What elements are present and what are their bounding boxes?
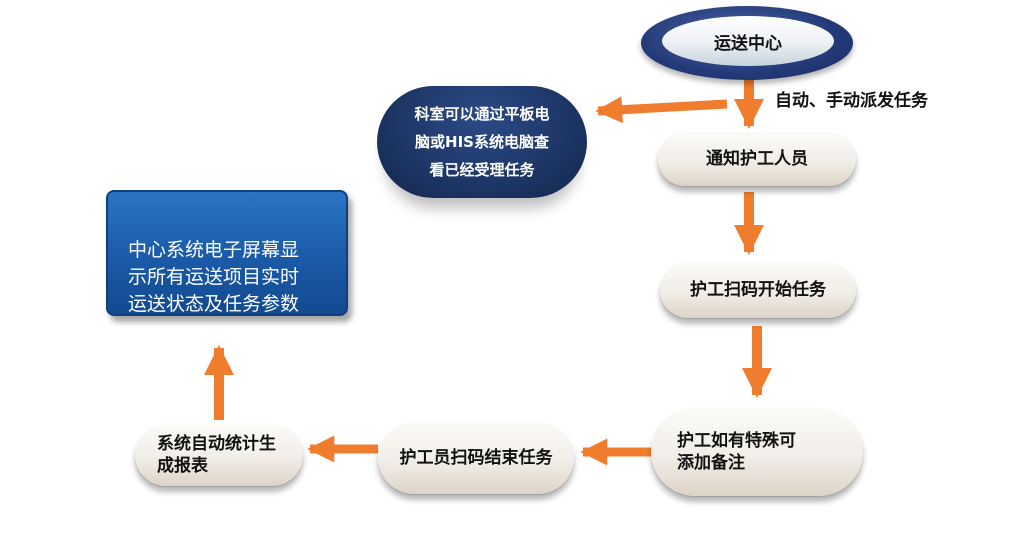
remark-label: 护工如有特殊可 添加备注: [677, 431, 796, 473]
arrow-to-dept-view: [595, 96, 728, 124]
hub-node: 运送中心: [662, 16, 834, 66]
dispatch-label: 自动、手动派发任务: [775, 91, 928, 111]
notify-label: 通知护工人员: [706, 149, 808, 169]
report-label: 系统自动统计生 成报表: [157, 434, 276, 476]
report-node: 系统自动统计生 成报表: [135, 424, 303, 486]
scan-end-label: 护工员扫码结束任务: [399, 448, 553, 468]
hub-label: 运送中心: [714, 33, 782, 54]
scan-start-node: 护工扫码开始任务: [660, 262, 856, 318]
scan-start-label: 护工扫码开始任务: [690, 280, 826, 300]
center-screen-label: 中心系统电子屏幕显 示所有运送项目实时 运送状态及任务参数: [128, 239, 300, 315]
remark-node: 护工如有特殊可 添加备注: [651, 408, 863, 496]
dept-view-label: 科室可以通过平板电 脑或HIS系统电脑查 看已经受理任务: [414, 105, 550, 179]
center-screen-node: 中心系统电子屏幕显 示所有运送项目实时 运送状态及任务参数: [106, 190, 348, 316]
scan-end-node: 护工员扫码结束任务: [378, 422, 574, 494]
dept-view-node: 科室可以通过平板电 脑或HIS系统电脑查 看已经受理任务: [377, 86, 587, 198]
notify-node: 通知护工人员: [658, 132, 856, 186]
